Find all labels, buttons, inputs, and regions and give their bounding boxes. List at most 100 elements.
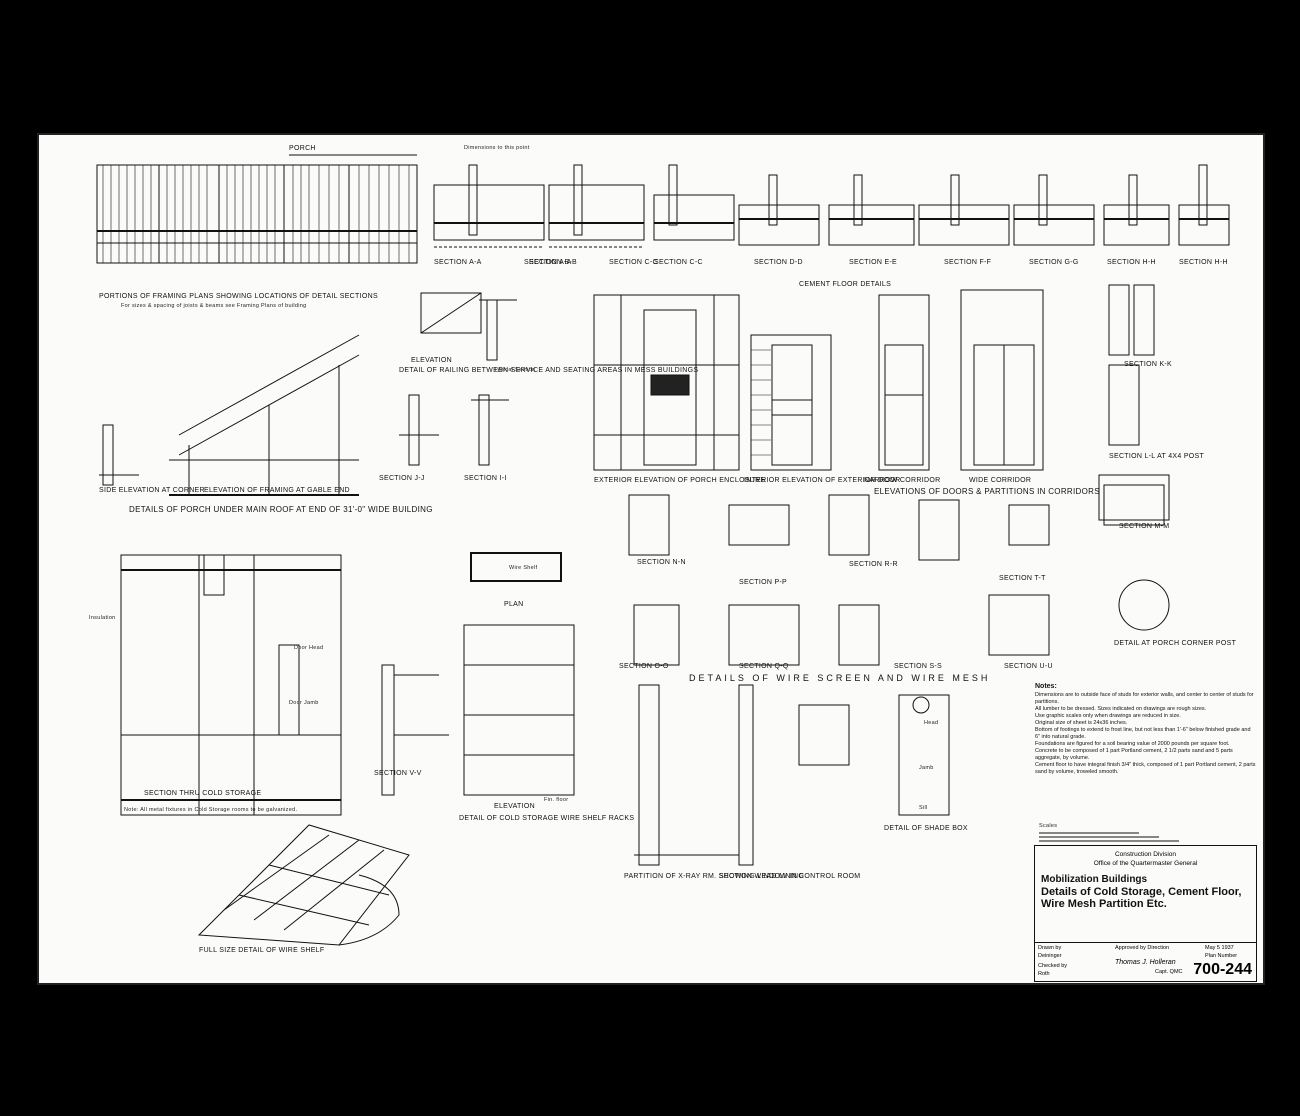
wire-mesh-sections xyxy=(628,484,1170,666)
title-line-1: Details of Cold Storage, Cement Floor, xyxy=(1041,886,1242,898)
date: May 5 1937 xyxy=(1205,945,1234,951)
int-elevation-label: Interior Elevation of Exterior Door xyxy=(744,477,901,484)
section-vv-drawing xyxy=(381,664,449,796)
porch-label: Porch xyxy=(289,145,316,152)
narrow-corridor-label: Narrow Corridor xyxy=(864,477,941,484)
section-kk-label: Section K-K xyxy=(1124,361,1173,368)
note-line: Concrete to be composed of 1 part Portla… xyxy=(1035,748,1233,761)
section-dd-label: Section D-D xyxy=(754,259,803,266)
drawing-number: 700-244 xyxy=(1193,961,1252,978)
section-bb-label: Section B-B xyxy=(529,259,578,266)
railing-detail-label: Detail of Railing Between Service and Se… xyxy=(399,367,699,374)
wire-shelf-title: Full Size Detail of Wire Shelf xyxy=(199,947,325,954)
title-block: Construction Division Office of the Quar… xyxy=(1034,845,1257,982)
porch-post-label: Detail at Porch Corner Post xyxy=(1114,640,1237,647)
note-line: Dimensions are to outside face of studs … xyxy=(1035,692,1254,705)
section-gg-label: Section G-G xyxy=(1029,259,1079,266)
checked-by-label: Checked by xyxy=(1038,963,1068,969)
title-block-grid: Drawn by Deininger Checked by Roth Appro… xyxy=(1035,942,1256,983)
ext-elevation-label: Exterior Elevation of Porch Enclosure xyxy=(594,477,766,484)
wire-mesh-title: Details of Wire Screen and Wire Mesh xyxy=(689,673,991,683)
insulation-label: Insulation xyxy=(89,615,116,621)
section-aa-label: Section A-A xyxy=(524,259,572,266)
note-line: Cement floor to have integral finish 3/4… xyxy=(1035,762,1256,775)
note-line: Use graphic scales only when drawings ar… xyxy=(1035,713,1181,719)
section-ss-label: Section S-S xyxy=(894,663,943,670)
side-elevation-label: Side Elevation at Corner xyxy=(99,487,205,494)
scale-bars xyxy=(1039,832,1179,842)
checked-by-value: Roth xyxy=(1038,971,1050,977)
cement-floor-title: Cement Floor Details xyxy=(799,281,892,288)
wire-shelf-text: Wire Shelf xyxy=(509,565,538,571)
drawing-title: Mobilization Buildings Details of Cold S… xyxy=(1041,874,1241,910)
title-line-2: Wire Mesh Partition Etc. xyxy=(1041,898,1167,910)
section-jj-label: Section J-J xyxy=(379,475,425,482)
framing-gable-label: Elevation of Framing at Gable End xyxy=(204,487,350,494)
section-ll-label: Section L-L at 4x4 Post xyxy=(1109,453,1205,460)
porch-details-title: Details of Porch Under Main Roof at End … xyxy=(129,505,433,514)
door-head-label: Door Head xyxy=(294,645,324,651)
shelf-rack-drawing xyxy=(463,552,575,796)
section-ee-label: Section E-E xyxy=(849,259,898,266)
drawn-by-label: Drawn by xyxy=(1038,945,1062,951)
head-label: Head xyxy=(924,720,939,726)
note-line: Foundations are figured for a soil beari… xyxy=(1035,741,1230,747)
xray-label: Partition of X-Ray Rm. Showing Lead Lini… xyxy=(624,873,805,880)
typical-section-label: Typical Section xyxy=(494,367,536,373)
shade-box-label: Detail of Shade Box xyxy=(884,825,968,832)
drawing-linework xyxy=(96,154,1230,946)
section-vv-label: Section V-V xyxy=(374,770,422,777)
notes-heading: Notes: xyxy=(1035,683,1057,690)
section-mm-label: Section M-M xyxy=(1119,523,1170,530)
window-label: Section Window in Control Room xyxy=(719,873,861,880)
jamb-label: Jamb xyxy=(919,765,934,771)
division-name: Construction Division xyxy=(1114,851,1177,858)
general-notes: Notes: Dimensions are to outside face of… xyxy=(1035,683,1257,776)
section-uu-label: Section U-U xyxy=(1004,663,1053,670)
note-line: Original size of sheet is 24x36 inches. xyxy=(1035,720,1128,726)
rank: Capt. QMC xyxy=(1155,969,1183,975)
wire-shelf-drawing xyxy=(197,824,410,946)
section-cc1-label: Section C-C xyxy=(609,259,658,266)
section-aa-text: Section A-A xyxy=(434,259,482,266)
section-tt-label: Section T-T xyxy=(999,575,1046,582)
xray-drawing xyxy=(634,684,850,866)
section-oo-label: Section O-O xyxy=(619,663,669,670)
cement-floor-sections xyxy=(433,164,1230,248)
cold-storage-label: Section Thru Cold Storage xyxy=(144,790,262,797)
section-ii-label: Section I-I xyxy=(464,475,507,482)
section-kk-drawing xyxy=(1098,284,1170,521)
plan-label: Plan xyxy=(504,601,524,608)
interior-door-drawing xyxy=(750,334,832,471)
cold-racks-label: Detail of Cold Storage Wire Shelf Racks xyxy=(459,815,635,822)
framing-plans-note: For sizes & spacing of joists & beams se… xyxy=(121,303,307,309)
scales-label: Scales xyxy=(1039,823,1058,829)
framing-plans-drawing xyxy=(96,154,418,264)
section-hh1-label: Section H-H xyxy=(1107,259,1156,266)
section-rr-label: Section R-R xyxy=(849,561,898,568)
cold-storage-note: Note: All metal fixtures in Cold Storage… xyxy=(124,807,298,813)
section-pp-label: Section P-P xyxy=(739,579,788,586)
title-block-header: Construction Division Office of the Quar… xyxy=(1035,846,1256,868)
rack-elevation-label: Elevation xyxy=(494,803,535,810)
drawing-sheet: Porch Portions of Framing Plans Showing … xyxy=(37,133,1265,985)
note-line: All lumber to be dressed. Sizes indicate… xyxy=(1035,706,1207,712)
plan-number-label: Plan Number xyxy=(1205,953,1238,959)
railing-drawing xyxy=(420,292,517,361)
wide-corridor-label: Wide Corridor xyxy=(969,477,1032,484)
cold-storage-drawing xyxy=(120,554,342,816)
section-qq-label: Section Q-Q xyxy=(739,663,789,670)
section-cc2-label: Section C-C xyxy=(654,259,703,266)
fin-floor-label: Fin. floor xyxy=(544,797,569,803)
porch-gable-drawing xyxy=(99,334,360,496)
section-nn-label: Section N-N xyxy=(637,559,686,566)
section-jj-drawing xyxy=(399,394,509,466)
corridor-doors-drawing xyxy=(878,289,1044,471)
note-line: Bottom of footings to extend to frost li… xyxy=(1035,727,1251,740)
porch-enclosure-drawing xyxy=(593,294,740,471)
drawn-by-value: Deininger xyxy=(1038,953,1062,959)
railing-elevation-label: Elevation xyxy=(411,357,452,364)
section-ff-label: Section F-F xyxy=(944,259,992,266)
project-name: Mobilization Buildings xyxy=(1041,874,1148,885)
signature: Thomas J. Holleran xyxy=(1115,959,1176,966)
